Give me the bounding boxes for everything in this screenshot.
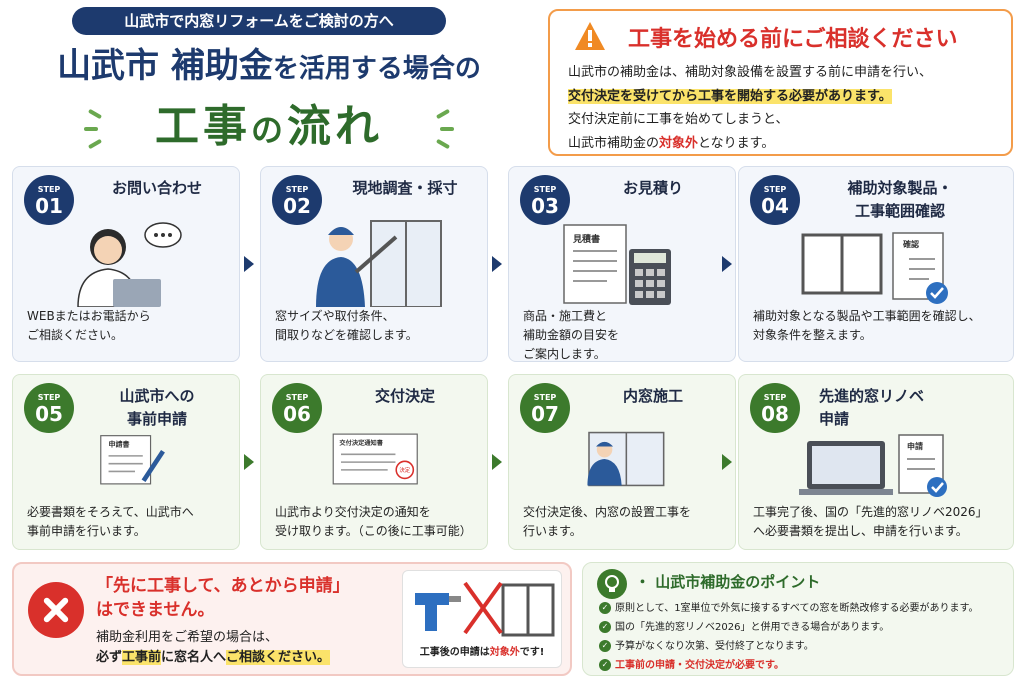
list-item: 予算がなくなり次第、受付終了となります。 [599,637,1009,656]
doc-label: 確認 [903,239,919,249]
doc-label: 交付決定通知書 [339,439,383,447]
decor-dash [440,127,454,131]
title-part-b: を活用する場合の [272,54,481,84]
warning-icon [575,22,605,50]
page-subtitle: 工事の流れ [116,98,422,156]
decor-dash [435,138,451,150]
stamp-label: 決定 [399,466,410,474]
worker-measuring-icon [316,220,442,307]
notice-body: 山武市の補助金は、補助対象設備を設置する前に申請を行い、 交付決定を受けてから工… [568,61,998,155]
window-checklist-icon: 確認 [801,232,948,304]
doc-label: 見積書 [572,233,600,245]
step-title: 交付決定 [374,387,435,405]
warning-illustration: 工事後の申請は対象外です! [402,570,562,668]
points-list: 原則として、1室単位で外気に接するすべての窓を断熱改修する必要があります。 国の… [599,599,1009,675]
step-title: お問い合わせ [111,179,202,197]
doc-label: 申請 [907,441,923,451]
step-title: 先進的窓リノベ 申請 [819,387,925,428]
warning-title: 「先に工事して、あとから申請」 はできません。 [96,576,350,620]
decor-dash [87,138,103,150]
arrow-right-icon [244,256,254,272]
step-title: 現地調査・採寸 [352,179,458,197]
step-description: 交付決定後、内窓の設置工事を 行います。 [523,505,692,538]
step-title: 山武市への 事前申請 [119,387,195,428]
decor-dash [84,127,98,131]
arrow-right-icon [492,454,502,470]
header-tag: 山武市で内窓リフォームをご検討の方へ [72,7,446,35]
step-title: 補助対象製品・ 工事範囲確認 [847,179,953,220]
arrow-right-icon [492,256,502,272]
step-description: 補助対象となる製品や工事範囲を確認し、 対象条件を整えます。 [753,309,981,342]
notice-line: 交付決定前に工事を始めてしまうと、 [568,112,789,127]
decor-dash [435,108,451,120]
points-box: ・ 山武市補助金のポイント 原則として、1室単位で外気に接するすべての窓を断熱改… [582,562,1014,676]
subtitle-part-c: 流れ [287,101,383,152]
points-title: ・ 山武市補助金のポイント [635,573,821,591]
list-item: 工事前の申請・交付決定が必要です。 [599,656,1009,675]
step-description: 商品・施工費と 補助金額の目安を ご案内します。 [523,309,620,361]
arrow-right-icon [722,454,732,470]
step-description: 工事完了後、国の「先進的窓リノベ2026」 へ必要書類を提出し、申請を行います。 [753,505,988,538]
step-description: WEBまたはお電話から ご相談ください。 [27,309,151,342]
notice-line: 山武市補助金の対象外となります。 [568,135,775,151]
decor-dash [87,108,103,120]
step-title: 内窓施工 [622,387,683,405]
laptop-document-icon: 申請 [799,434,947,497]
estimate-calculator-icon: 見積書 [563,224,671,305]
drill-window-cross-icon [415,581,555,637]
notice-highlight: 交付決定を受けてから工事を開始する必要があります。 [568,88,892,104]
arrow-right-icon [722,256,732,272]
page-title: 山武市 補助金を活用する場合の [14,40,524,92]
step-description: 必要書類をそろえて、山武市へ 事前申請を行います。 [27,505,194,538]
lightbulb-icon [597,569,627,599]
warning-box: 「先に工事して、あとから申請」 はできません。 補助金利用をご希望の場合は、 必… [12,562,572,676]
subtitle-part-a: 工事 [154,101,251,152]
notice-line: 山武市の補助金は、補助対象設備を設置する前に申請を行い、 [568,65,933,80]
list-item: 原則として、1室単位で外気に接するすべての窓を断熱改修する必要があります。 [599,599,1009,618]
person-phone-icon [77,222,182,307]
warning-body: 補助金利用をご希望の場合は、 必ず工事前に窓名人へご相談ください。 [96,630,331,665]
step-title: お見積り [622,179,683,197]
warning-caption: 工事後の申請は対象外です! [419,647,545,658]
application-pen-icon: 申請書 [100,435,165,485]
list-item: 国の「先進的窓リノベ2026」と併用できる場合があります。 [599,618,1009,637]
grant-notice-icon: 交付決定通知書 決定 [332,433,418,485]
doc-label: 申請書 [109,440,130,449]
worker-installing-window-icon [587,431,665,487]
step-description: 山武市より交付決定の通知を 受け取ります。（この後に工事可能） [275,505,472,538]
title-part-a: 山武市 補助金 [57,46,273,86]
notice-box: 工事を始める前にご相談ください 山武市の補助金は、補助対象設備を設置する前に申請… [548,9,1013,156]
prohibited-icon [28,582,84,638]
notice-title: 工事を始める前にご相談ください [628,27,958,52]
subtitle-part-b: の [250,111,287,149]
arrow-right-icon [244,454,254,470]
step-description: 窓サイズや取付条件、 間取りなどを確認します。 [275,309,418,342]
